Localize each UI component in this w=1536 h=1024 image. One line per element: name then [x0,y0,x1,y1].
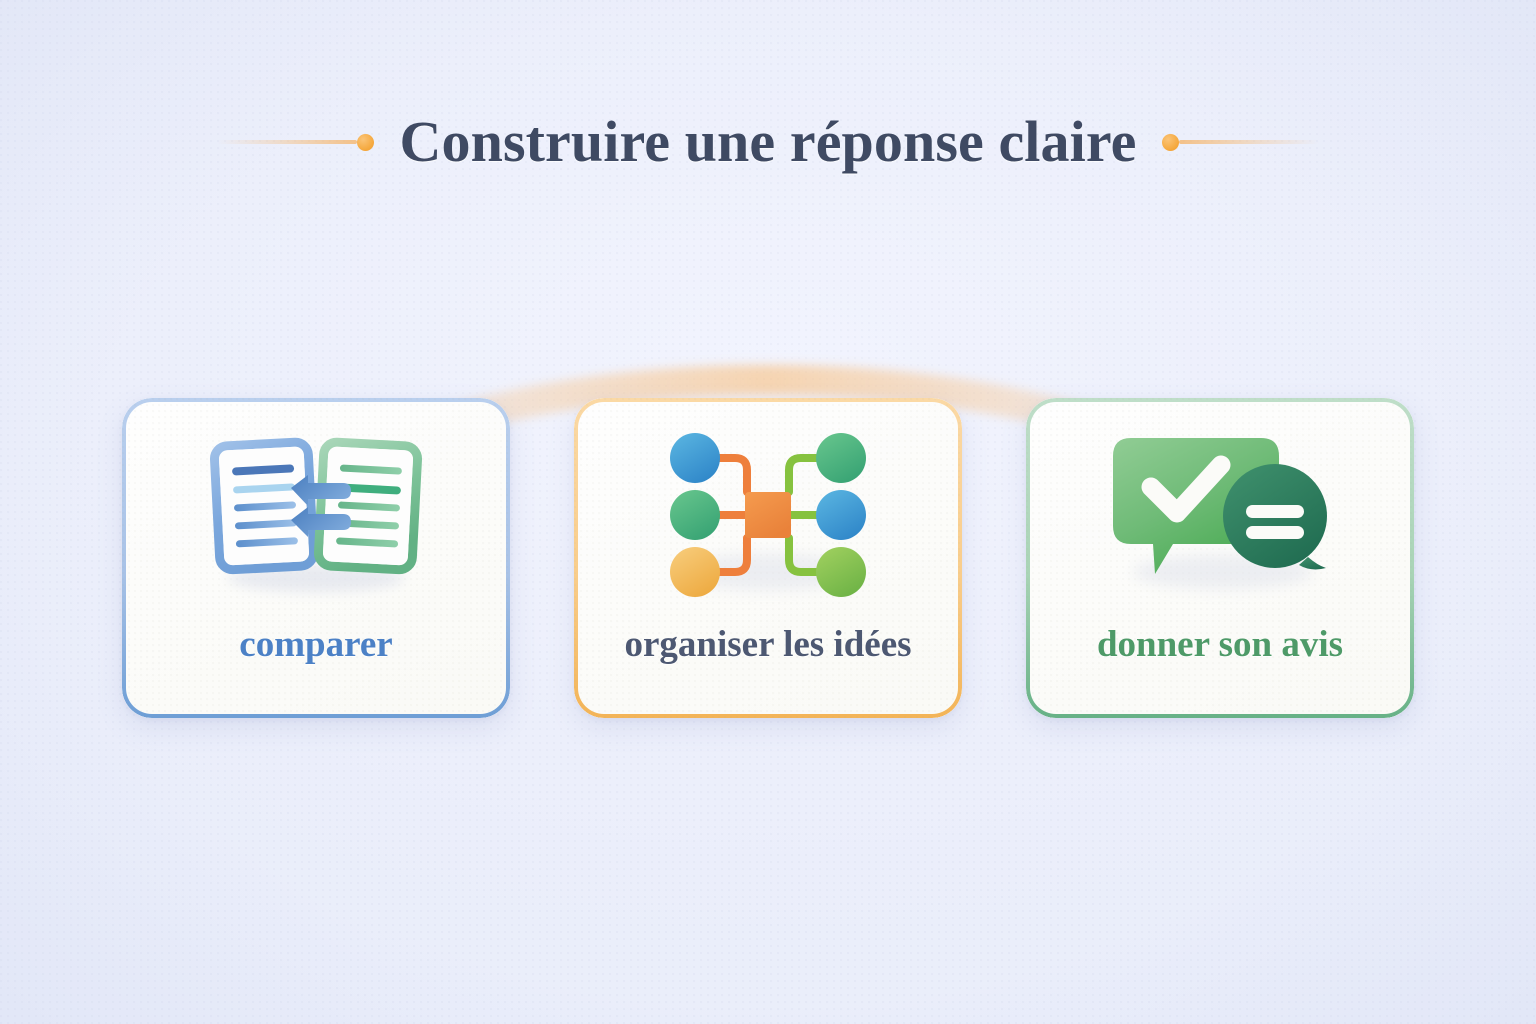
cards-row: comparer [0,398,1536,720]
page-header: Construire une réponse claire [0,104,1536,180]
mindmap-node-mid-right [816,490,866,540]
mindmap-center-square [745,492,791,538]
card-label-organiser-les-idees: organiser les idées [624,624,912,665]
compare-documents-icon [191,422,441,608]
mind-map-icon [643,422,893,608]
mindmap-node-bottom-left [670,547,720,597]
card-donner-son-avis[interactable]: donner son avis [1026,398,1414,718]
mindmap-node-bottom-right [816,547,866,597]
mindmap-node-top-right [816,433,866,483]
card-comparer[interactable]: comparer [122,398,510,718]
card-label-comparer: comparer [239,624,393,665]
feedback-bubbles-icon [1095,422,1345,608]
mindmap-node-top-left [670,433,720,483]
bullet-dot-right-icon [1162,133,1180,151]
card-label-donner-son-avis: donner son avis [1096,624,1344,665]
card-organiser-les-idees[interactable]: organiser les idées [574,398,962,718]
round-bubble-equals-icon [1223,464,1327,570]
equals-bar-bottom [1246,526,1304,539]
header-rule-right [1179,140,1320,144]
header-rule-left [216,140,357,144]
equals-bar-top [1246,505,1304,518]
mindmap-node-mid-left [670,490,720,540]
bullet-dot-left-icon [356,133,374,151]
page-title: Construire une réponse claire [399,109,1137,174]
